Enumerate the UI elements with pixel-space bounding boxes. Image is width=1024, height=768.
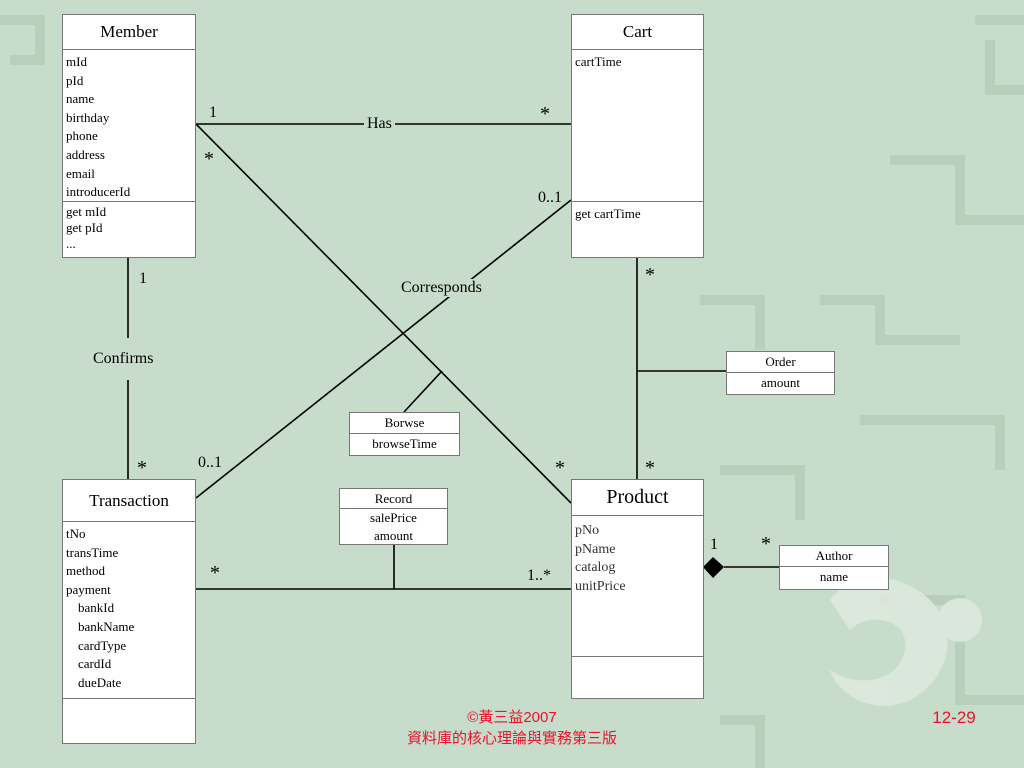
author-assoc-box[interactable]: Author name <box>779 545 889 590</box>
transaction-sub-attr: dueDate <box>78 674 122 690</box>
member-attr: email <box>66 165 95 181</box>
composition-diamond <box>703 557 724 578</box>
order-assoc-attr: amount <box>761 375 800 390</box>
transaction-class-name: Transaction <box>63 480 195 522</box>
footer-copyright: ©黃三益2007 <box>467 709 557 726</box>
cart-attributes: cartTime <box>572 50 703 202</box>
mult-product-author: 1 <box>710 536 718 553</box>
corresponds-line <box>195 199 572 499</box>
order-assoc-box[interactable]: Order amount <box>726 351 835 395</box>
transaction-methods <box>63 699 195 705</box>
member-class-box[interactable]: Member mId pId name birthday phone addre… <box>62 14 196 258</box>
member-attributes: mId pId name birthday phone address emai… <box>63 50 195 202</box>
product-attr: pNo <box>575 523 600 538</box>
product-attr: unitPrice <box>575 578 626 594</box>
member-attr: phone <box>66 128 98 144</box>
transaction-sub-attr: cardId <box>78 656 112 672</box>
cart-method: get cartTime <box>575 206 641 221</box>
mult-member-confirms: 1 <box>139 270 147 287</box>
member-class-name: Member <box>63 15 195 50</box>
product-attr: catalog <box>575 560 616 576</box>
member-attr: birthday <box>66 109 110 125</box>
product-class-box[interactable]: Product pNo pName catalog unitPrice <box>571 479 704 699</box>
member-attr: address <box>66 146 105 162</box>
mult-cart-has: * <box>540 103 550 125</box>
mult-product-order: * <box>645 457 655 479</box>
mult-transaction-confirms: * <box>137 457 147 479</box>
member-attr: introducerId <box>66 184 131 200</box>
member-methods: get mId get pId ... <box>63 202 195 255</box>
cart-attr: cartTime <box>575 54 622 69</box>
dragon-motif <box>830 577 982 706</box>
mult-member-has: 1 <box>209 104 217 121</box>
mult-cart-order: * <box>645 264 655 286</box>
borwse-assoc-attr: browseTime <box>372 436 437 451</box>
member-attr: pId <box>66 72 84 88</box>
transaction-attr: tNo <box>66 526 86 541</box>
confirms-label: Confirms <box>90 350 157 368</box>
author-assoc-attr: name <box>819 569 849 584</box>
transaction-sub-attr: bankId <box>78 600 115 616</box>
page-number: 12-29 <box>932 708 976 727</box>
member-method: get mId <box>66 204 107 219</box>
member-product-line <box>195 123 572 504</box>
borwse-assoc-box[interactable]: Borwse browseTime <box>349 412 460 456</box>
author-assoc-name: Author <box>780 546 888 567</box>
transaction-sub-attr: cardType <box>78 637 127 653</box>
order-assoc-name: Order <box>727 352 834 373</box>
cart-class-box[interactable]: Cart cartTime get cartTime <box>571 14 704 258</box>
footer-book-title: 資料庫的核心理論與實務第三版 <box>406 730 617 747</box>
mult-transaction-record: * <box>210 562 220 584</box>
mult-cart-corresponds: 0..1 <box>538 189 562 206</box>
record-assoc-attr: amount <box>374 528 413 543</box>
record-assoc-name: Record <box>340 489 447 509</box>
has-label: Has <box>364 115 395 133</box>
transaction-attr: method <box>66 563 105 579</box>
product-methods <box>572 657 703 663</box>
record-assoc-box[interactable]: Record salePrice amount <box>339 488 448 545</box>
transaction-attr: payment <box>66 581 111 597</box>
mult-member-product: * <box>204 148 214 170</box>
transaction-attributes: tNo transTime method payment bankId bank… <box>63 522 195 699</box>
product-attr: pName <box>575 541 616 557</box>
member-method: ... <box>66 236 76 251</box>
borwse-assoc-name: Borwse <box>350 413 459 434</box>
mult-product-member: * <box>555 457 565 479</box>
mult-transaction-corresponds: 0..1 <box>198 454 222 471</box>
member-attr: name <box>66 91 95 107</box>
transaction-class-box[interactable]: Transaction tNo transTime method payment… <box>62 479 196 744</box>
product-class-name: Product <box>572 480 703 516</box>
transaction-attr: transTime <box>66 544 119 560</box>
corresponds-label: Corresponds <box>398 279 485 297</box>
transaction-sub-attr: bankName <box>78 618 135 634</box>
record-assoc-attr: salePrice <box>370 510 417 525</box>
member-attr: mId <box>66 54 87 69</box>
product-attributes: pNo pName catalog unitPrice <box>572 516 703 657</box>
cart-class-name: Cart <box>572 15 703 50</box>
member-method: get pId <box>66 220 103 235</box>
mult-author-product: * <box>761 533 771 555</box>
mult-product-record: 1..* <box>527 567 551 584</box>
borwse-link-line <box>403 370 443 413</box>
cart-methods: get cartTime <box>572 202 703 227</box>
